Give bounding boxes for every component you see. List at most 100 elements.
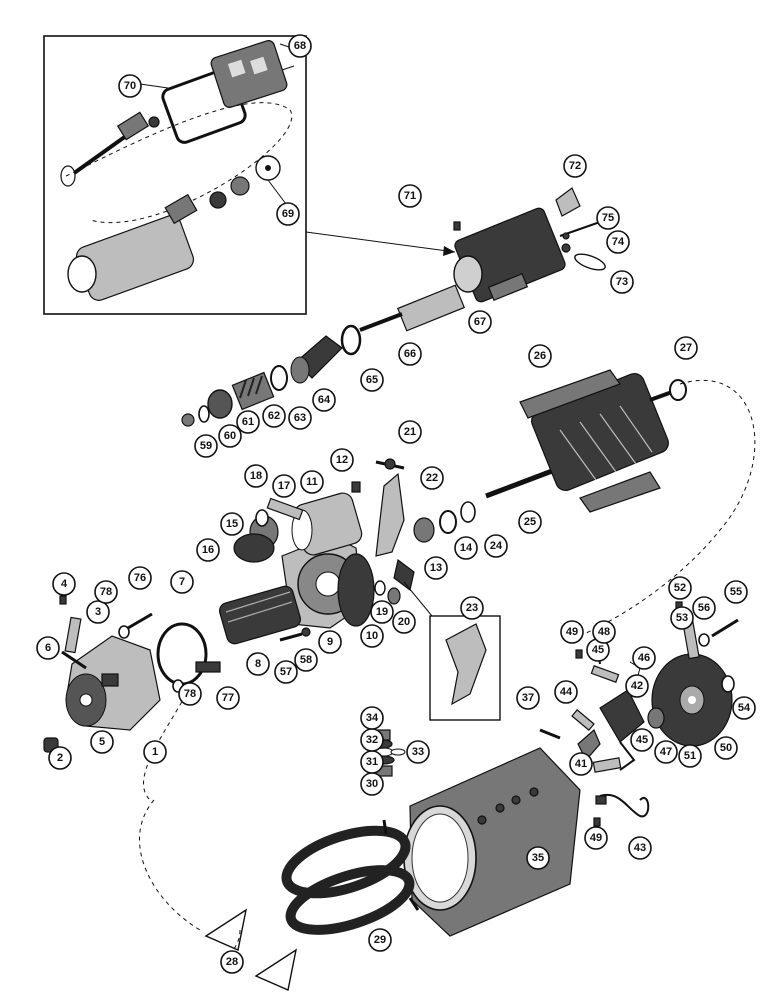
callout-22: 22 xyxy=(420,466,444,490)
spring-62 xyxy=(231,371,275,411)
callout-2: 2 xyxy=(48,746,72,770)
callout-label: 58 xyxy=(300,654,312,666)
screw-37 xyxy=(539,728,561,740)
callout-label: 1 xyxy=(152,746,158,758)
bushing-51 xyxy=(647,707,665,729)
ring-63 xyxy=(270,365,288,391)
shift-lever-22 xyxy=(375,472,415,592)
callout-65: 65 xyxy=(360,368,384,392)
callout-69: 69 xyxy=(276,202,300,226)
oiler-5 xyxy=(101,673,119,687)
callout-label: 43 xyxy=(634,842,646,854)
nut-59 xyxy=(181,413,195,427)
callout-label: 46 xyxy=(638,652,650,664)
ring-24 xyxy=(460,501,476,523)
screw-57 xyxy=(279,632,303,642)
screw-49a xyxy=(575,649,583,659)
spring-47 xyxy=(619,741,636,771)
callout-label: 52 xyxy=(674,582,686,594)
callout-label: 7 xyxy=(179,576,185,588)
washer-56 xyxy=(698,633,710,647)
callout-label: 63 xyxy=(294,412,306,424)
callout-label: 66 xyxy=(404,348,416,360)
callout-72: 72 xyxy=(563,154,587,178)
callout-30: 30 xyxy=(360,772,384,796)
callout-19: 19 xyxy=(370,600,394,624)
callout-label: 42 xyxy=(631,680,643,692)
callout-label: 26 xyxy=(534,350,546,362)
callout-label: 71 xyxy=(404,190,416,202)
bushing-13 xyxy=(413,517,435,543)
field-coils-29 xyxy=(281,819,420,935)
callout-label: 33 xyxy=(412,746,424,758)
callout-77: 77 xyxy=(216,686,240,710)
callout-13: 13 xyxy=(424,556,448,580)
callout-62: 62 xyxy=(262,404,286,428)
callout-label: 8 xyxy=(255,658,261,670)
callout-label: 17 xyxy=(278,480,290,492)
callout-label: 50 xyxy=(720,742,732,754)
callout-label: 64 xyxy=(318,394,331,406)
callout-label: 49 xyxy=(590,832,602,844)
callout-11: 11 xyxy=(300,470,324,494)
callout-52: 52 xyxy=(668,576,692,600)
nut-71 xyxy=(453,221,461,231)
callout-label: 75 xyxy=(602,212,614,224)
callout-label: 53 xyxy=(676,612,688,624)
callout-78: 78 xyxy=(94,580,118,604)
callout-49: 49 xyxy=(560,620,584,644)
callout-label: 68 xyxy=(294,40,306,52)
callout-18: 18 xyxy=(244,464,268,488)
ring-60 xyxy=(198,405,210,423)
washer-14 xyxy=(439,510,457,534)
brush-plate-42 xyxy=(599,689,645,743)
brush-44 xyxy=(571,709,595,731)
callout-32: 32 xyxy=(360,728,384,752)
callout-45: 45 xyxy=(630,728,654,752)
bolt-76 xyxy=(127,612,153,630)
callout-16: 16 xyxy=(196,538,220,562)
callout-56: 56 xyxy=(692,596,716,620)
callout-label: 30 xyxy=(366,778,378,790)
callout-label: 62 xyxy=(268,410,280,422)
bracket-72 xyxy=(555,187,581,217)
callout-66: 66 xyxy=(398,342,422,366)
plunger-66 xyxy=(359,284,466,332)
pin-3 xyxy=(64,616,82,654)
callout-4: 4 xyxy=(52,572,76,596)
ring-19 xyxy=(374,580,386,596)
dashed-guide-lower xyxy=(143,687,191,801)
callout-label: 47 xyxy=(660,746,672,758)
callout-label: 60 xyxy=(224,430,236,442)
washer-33 xyxy=(390,748,406,756)
callout-73: 73 xyxy=(610,270,634,294)
callout-label: 13 xyxy=(430,562,442,574)
callout-label: 37 xyxy=(522,692,534,704)
callout-31: 31 xyxy=(360,750,384,774)
callout-label: 59 xyxy=(200,440,212,452)
lever-detail-box-23 xyxy=(403,581,501,721)
band-clamp-7 xyxy=(156,622,221,686)
clutch-10 xyxy=(337,553,375,627)
callout-label: 2 xyxy=(57,752,63,764)
callout-label: 56 xyxy=(698,602,710,614)
callout-63: 63 xyxy=(288,406,312,430)
callout-46: 46 xyxy=(632,646,656,670)
callout-49: 49 xyxy=(584,826,608,850)
callout-48: 48 xyxy=(592,620,616,644)
callout-7: 7 xyxy=(170,570,194,594)
callout-label: 5 xyxy=(99,736,105,748)
plug-54 xyxy=(721,675,735,693)
callout-label: 54 xyxy=(738,702,751,714)
callout-74: 74 xyxy=(606,230,630,254)
callout-label: 69 xyxy=(282,208,294,220)
callout-label: 45 xyxy=(636,734,648,746)
callout-17: 17 xyxy=(272,474,296,498)
callout-label: 57 xyxy=(280,666,292,678)
callout-label: 15 xyxy=(226,518,238,530)
cover-plate-68 xyxy=(210,40,288,108)
callout-label: 73 xyxy=(616,276,628,288)
callout-44: 44 xyxy=(554,680,578,704)
callout-57: 57 xyxy=(274,660,298,684)
callout-6: 6 xyxy=(36,636,60,660)
